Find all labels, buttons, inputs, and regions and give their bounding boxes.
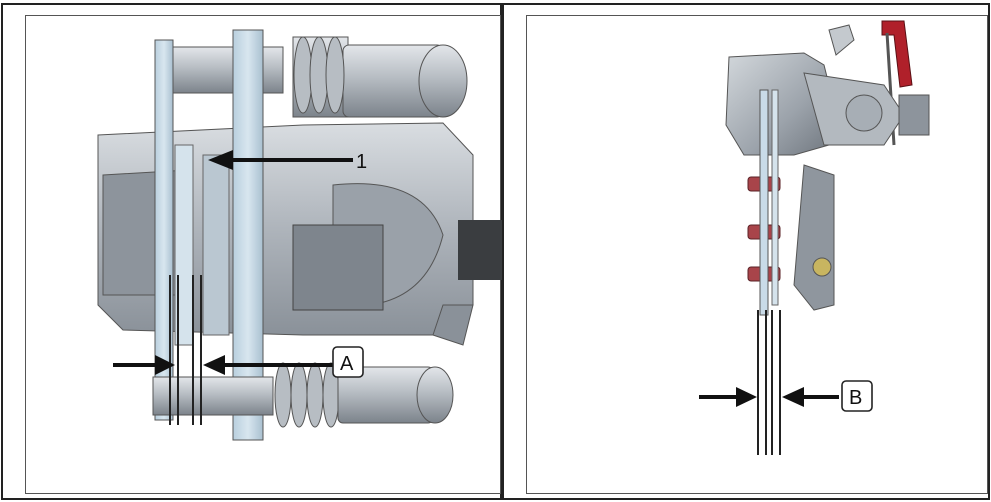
label-a: A — [340, 353, 354, 375]
label-b-box — [841, 380, 873, 412]
disc-plate-side — [759, 89, 779, 316]
right-inner-frame — [526, 15, 988, 494]
left-diagram-panel: 1 A — [1, 3, 503, 500]
callout-number: 1 — [356, 151, 367, 173]
caliper-drawing-a: 1 A — [97, 29, 503, 441]
label-b: B — [849, 387, 862, 409]
dimension-b-arrows — [699, 387, 839, 407]
caliper-side-body — [725, 24, 930, 311]
gap-lines-a — [169, 275, 202, 425]
right-diagram-panel: B — [502, 3, 990, 500]
upper-cylinder — [172, 36, 468, 118]
lower-cylinder — [152, 362, 454, 428]
disc-and-pads — [154, 29, 264, 441]
callout-1-arrow — [208, 150, 353, 170]
gap-lines-b — [757, 310, 781, 455]
label-a-box — [332, 346, 364, 378]
dimension-a-arrows — [113, 355, 333, 375]
caliper-drawing-b: B — [699, 20, 930, 455]
